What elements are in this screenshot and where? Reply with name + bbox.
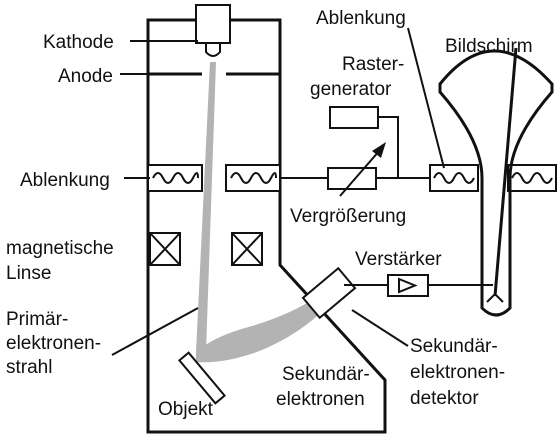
crt-coil-windings-right — [511, 172, 553, 184]
column-housing — [146, 18, 387, 434]
label-magnetische: magnetische — [6, 238, 114, 259]
cathode-tip — [205, 42, 221, 57]
label-bildschirm: Bildschirm — [445, 36, 533, 57]
specimen-object — [177, 351, 227, 405]
leader-detektor — [351, 309, 409, 347]
label-sekundaer-1: Sekundär- — [282, 364, 370, 385]
label-objekt: Objekt — [158, 399, 214, 420]
label-primaer-1: Primär- — [6, 309, 68, 330]
label-primaer-2: elektronen- — [6, 333, 101, 354]
label-anode: Anode — [58, 66, 113, 87]
label-vergroesserung: Vergrößerung — [290, 206, 406, 227]
leader-ablenkung-top — [407, 27, 445, 169]
amplifier-triangle — [398, 277, 418, 294]
amplifier-box — [387, 274, 429, 297]
lens-cross-right-b — [231, 232, 263, 266]
secondary-electron-cloud — [196, 296, 328, 363]
label-raster-2: generator — [310, 79, 392, 100]
secondary-electron-detector — [301, 266, 357, 320]
wire-raster-generator — [378, 116, 399, 178]
crt-electron-gun — [486, 292, 504, 303]
label-linse: Linse — [6, 263, 51, 284]
crt-beam-line — [493, 47, 518, 297]
label-detektor-2: elektronen- — [410, 362, 505, 383]
lens-cross-left-b — [149, 232, 181, 266]
label-sekundaer-2: elektronen — [276, 389, 365, 410]
magnification-arrow — [339, 149, 381, 197]
label-detektor-3: detektor — [410, 388, 479, 409]
magnification-arrowhead — [372, 142, 386, 158]
label-ablenkung-left: Ablenkung — [20, 170, 110, 191]
label-kathode: Kathode — [43, 32, 114, 53]
leader-primaer — [111, 307, 199, 356]
label-primaer-3: strahl — [6, 357, 52, 378]
magnification-box — [327, 167, 377, 190]
primary-beam — [196, 62, 216, 352]
label-detektor-1: Sekundär- — [410, 336, 498, 357]
label-raster-1: Raster- — [342, 54, 404, 75]
coil-windings-right — [230, 172, 277, 184]
crt-screen-tube — [438, 49, 554, 317]
raster-generator-box — [329, 106, 379, 129]
cathode — [195, 4, 231, 44]
label-verstaerker: Verstärker — [355, 249, 442, 270]
crt-coil-windings-left — [433, 172, 475, 184]
coil-windings-left — [152, 172, 199, 184]
label-ablenkung-top: Ablenkung — [316, 8, 406, 29]
